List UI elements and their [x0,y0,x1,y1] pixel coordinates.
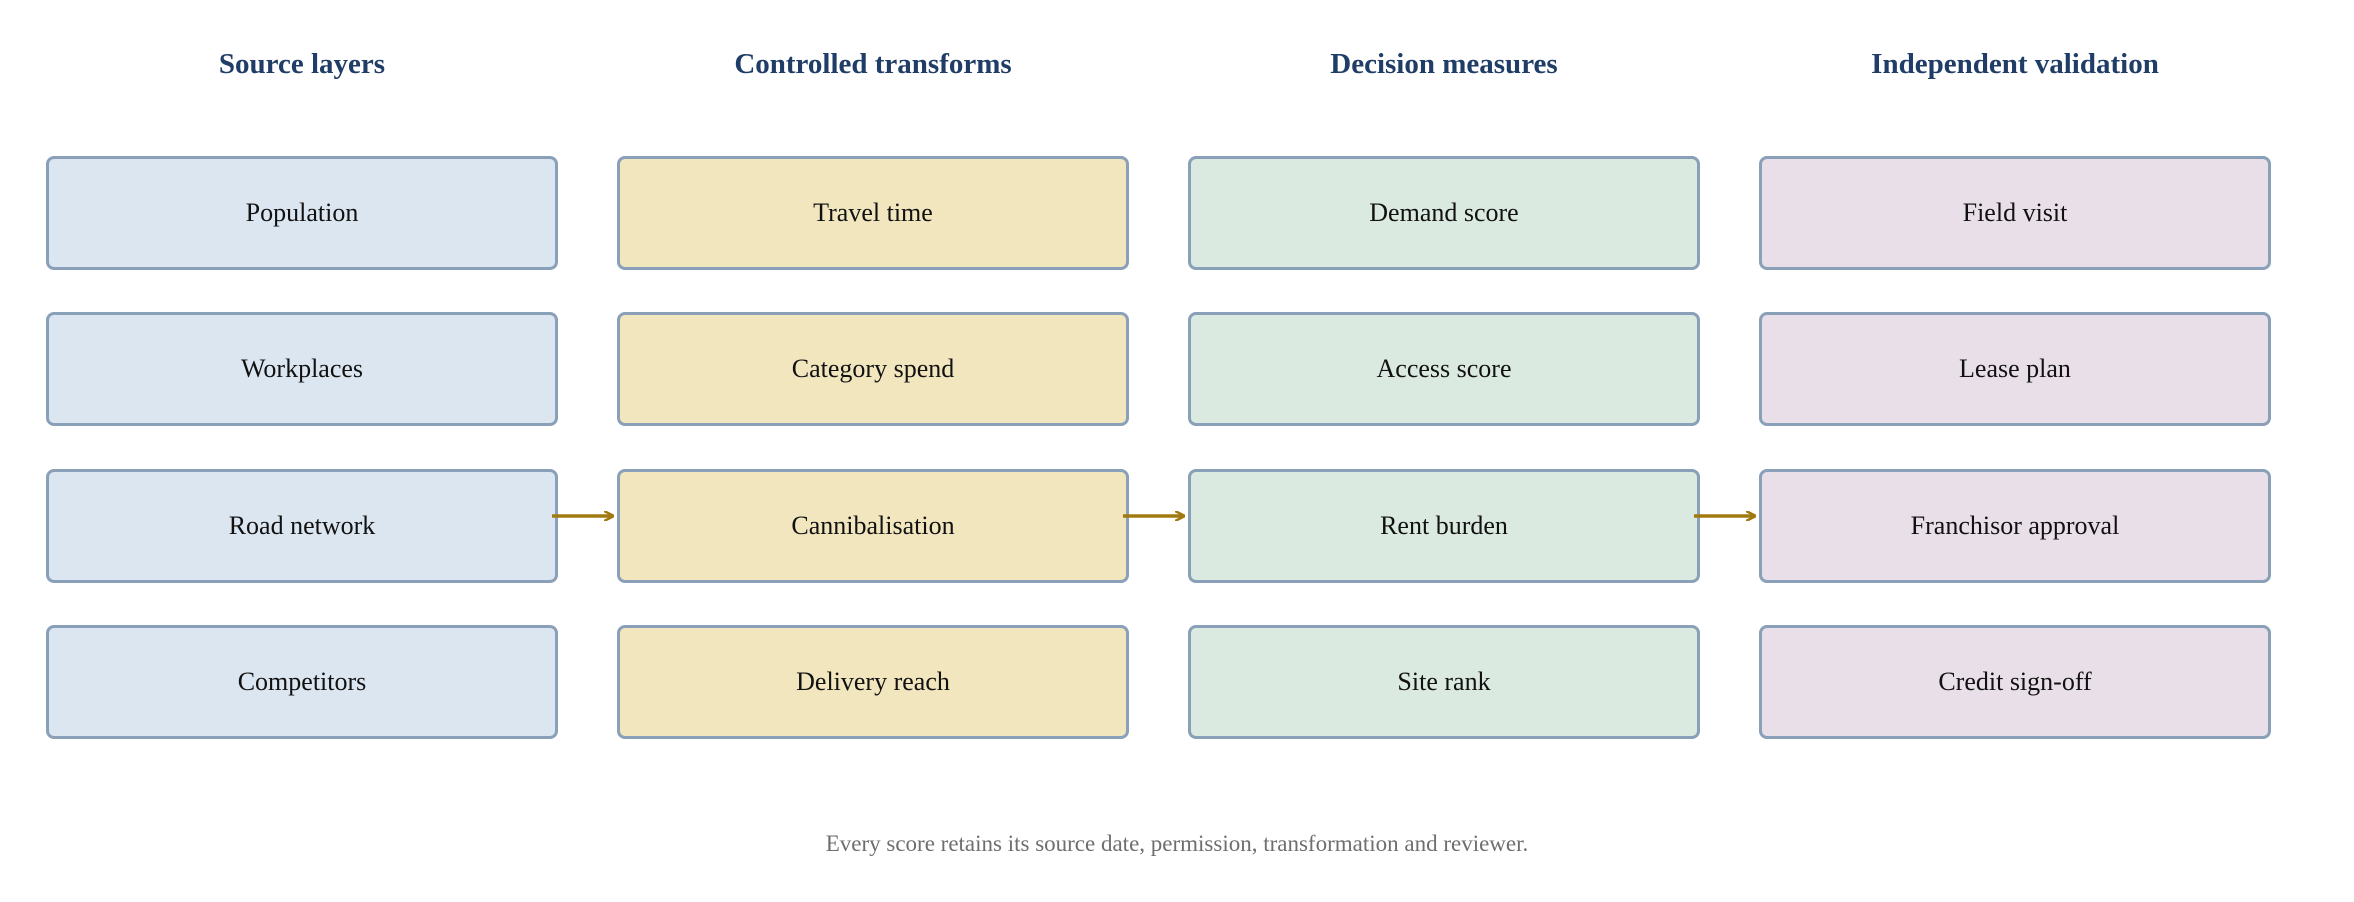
node-cannibalisation: Cannibalisation [617,469,1129,583]
node-field-visit: Field visit [1759,156,2271,270]
node-road-network: Road network [46,469,558,583]
node-rent-burden: Rent burden [1188,469,1700,583]
node-category-spend: Category spend [617,312,1129,426]
node-site-rank: Site rank [1188,625,1700,739]
footnote: Every score retains its source date, per… [825,831,1529,856]
node-competitors: Competitors [46,625,558,739]
node-lease-plan: Lease plan [1759,312,2271,426]
node-travel-time: Travel time [617,156,1129,270]
column-header-independent-validation: Independent validation [1871,48,2159,80]
node-population: Population [46,156,558,270]
column-header-decision-measures: Decision measures [1330,48,1558,80]
column-header-source-layers: Source layers [218,48,386,80]
node-demand-score: Demand score [1188,156,1700,270]
node-credit-sign-off: Credit sign-off [1759,625,2271,739]
node-workplaces: Workplaces [46,312,558,426]
node-franchisor-approval: Franchisor approval [1759,469,2271,583]
column-header-controlled-transforms: Controlled transforms [734,48,1012,80]
node-delivery-reach: Delivery reach [617,625,1129,739]
node-access-score: Access score [1188,312,1700,426]
